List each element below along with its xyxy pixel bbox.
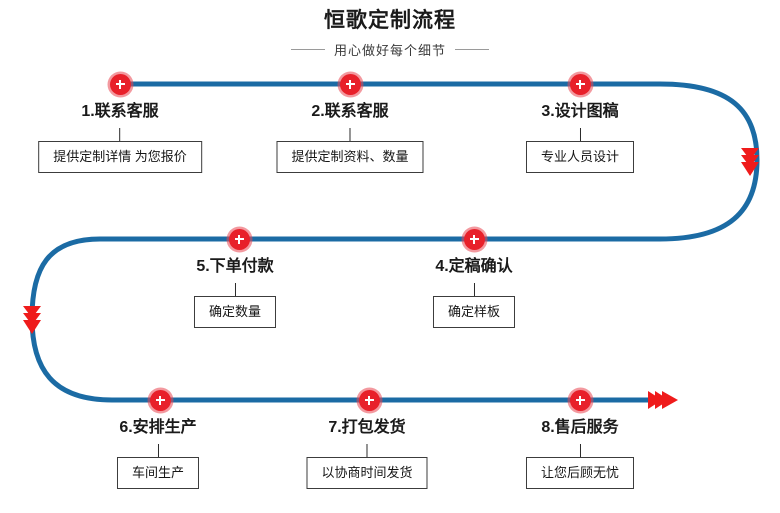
plus-icon — [469, 234, 479, 244]
step-1-label: 1.联系客服 — [81, 103, 159, 120]
flow-path — [29, 81, 760, 403]
step-8-detail: 让您后顾无忧 — [525, 457, 635, 489]
step-7-stem — [366, 444, 368, 457]
plus-icon — [575, 79, 585, 89]
step-marker-7[interactable] — [358, 389, 380, 411]
step-4-label: 4.定稿确认 — [435, 258, 513, 275]
step-2-label: 2.联系客服 — [311, 103, 389, 120]
step-7-detail: 以协商时间发货 — [306, 457, 428, 489]
step-4-stem — [473, 283, 475, 296]
page-title: 恒歌定制流程 — [324, 9, 456, 32]
step-6-stem — [157, 444, 159, 457]
arrow-right-end-icon — [648, 391, 678, 409]
step-1-detail: 提供定制详情 为您报价 — [38, 141, 202, 173]
step-marker-3[interactable] — [569, 73, 591, 95]
step-8: 8.售后服务 让您后顾无忧 — [525, 418, 635, 489]
step-5: 5.下单付款 确定数量 — [193, 257, 277, 328]
subtitle-rule-left — [290, 49, 325, 50]
plus-icon — [115, 79, 125, 89]
step-3-stem — [579, 128, 581, 141]
step-marker-1[interactable] — [109, 73, 131, 95]
step-1: 1.联系客服 提供定制详情 为您报价 — [38, 102, 202, 173]
step-6: 6.安排生产 车间生产 — [116, 418, 200, 489]
step-marker-4[interactable] — [463, 228, 485, 250]
plus-icon — [575, 395, 585, 405]
subtitle-row: 用心做好每个细节 — [0, 40, 780, 59]
step-5-label: 5.下单付款 — [196, 258, 274, 275]
arrow-down-right-icon — [741, 148, 759, 176]
step-marker-2[interactable] — [339, 73, 361, 95]
plus-icon — [364, 395, 374, 405]
step-3-label: 3.设计图稿 — [541, 103, 619, 120]
header: 恒歌定制流程 用心做好每个细节 — [0, 8, 780, 59]
step-2: 2.联系客服 提供定制资料、数量 — [276, 102, 424, 173]
step-marker-5[interactable] — [228, 228, 250, 250]
page-subtitle: 用心做好每个细节 — [333, 43, 446, 58]
step-4-detail: 确定样板 — [432, 296, 516, 328]
step-5-detail: 确定数量 — [193, 296, 277, 328]
arrow-down-left-icon — [23, 306, 41, 334]
step-5-stem — [234, 283, 236, 296]
step-8-label: 8.售后服务 — [541, 419, 619, 436]
step-7: 7.打包发货 以协商时间发货 — [306, 418, 428, 489]
step-marker-6[interactable] — [149, 389, 171, 411]
step-2-stem — [349, 128, 351, 141]
step-3: 3.设计图稿 专业人员设计 — [525, 102, 635, 173]
step-7-label: 7.打包发货 — [328, 419, 406, 436]
step-marker-8[interactable] — [569, 389, 591, 411]
step-6-label: 6.安排生产 — [119, 419, 197, 436]
step-6-detail: 车间生产 — [116, 457, 200, 489]
step-2-detail: 提供定制资料、数量 — [276, 141, 424, 173]
step-4: 4.定稿确认 确定样板 — [432, 257, 516, 328]
step-1-stem — [119, 128, 121, 141]
plus-icon — [345, 79, 355, 89]
step-8-stem — [579, 444, 581, 457]
plus-icon — [234, 234, 244, 244]
step-3-detail: 专业人员设计 — [525, 141, 635, 173]
subtitle-rule-right — [455, 49, 489, 50]
plus-icon — [155, 395, 165, 405]
